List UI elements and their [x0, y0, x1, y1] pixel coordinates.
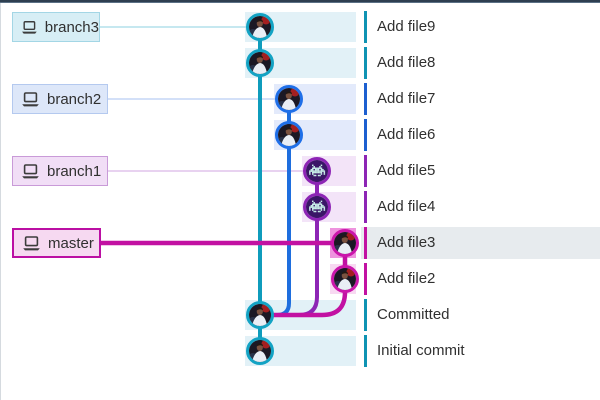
- commit-row[interactable]: Add file5: [361, 155, 600, 187]
- branch-label-branch1[interactable]: branch1: [12, 156, 108, 186]
- commit-message: Add file5: [377, 162, 436, 179]
- commit-row-branch-tick: [364, 227, 367, 259]
- commit-node[interactable]: [331, 229, 359, 257]
- commit-row[interactable]: Initial commit: [361, 335, 600, 367]
- branch-label-text: branch2: [47, 90, 102, 108]
- commit-row[interactable]: Add file8: [361, 47, 600, 79]
- commit-message: Add file3: [377, 234, 436, 251]
- panel-top-border: [0, 0, 600, 3]
- person-avatar-icon: [278, 88, 300, 110]
- laptop-icon: [22, 91, 39, 106]
- branch-label-master[interactable]: master: [12, 228, 101, 258]
- person-avatar-icon: [334, 232, 356, 254]
- commit-row-branch-tick: [364, 155, 367, 187]
- branch-label-branch2[interactable]: branch2: [12, 84, 108, 114]
- commit-row[interactable]: Add file6: [361, 119, 600, 151]
- branch-label-text: branch1: [47, 162, 102, 180]
- panel-left-border: [0, 3, 1, 400]
- commit-node[interactable]: [246, 13, 274, 41]
- person-avatar-icon: [249, 304, 271, 326]
- commit-node[interactable]: [246, 301, 274, 329]
- commit-row-branch-tick: [364, 47, 367, 79]
- commit-row[interactable]: Add file9: [361, 11, 600, 43]
- commit-row[interactable]: Add file3: [361, 227, 600, 259]
- branch-label-branch3[interactable]: branch3: [12, 12, 100, 42]
- commit-message: Add file9: [377, 18, 436, 35]
- commit-row-branch-tick: [364, 335, 367, 367]
- commit-row-branch-tick: [364, 83, 367, 115]
- commit-row[interactable]: Add file2: [361, 263, 600, 295]
- commit-message: Add file7: [377, 90, 436, 107]
- commit-node[interactable]: [331, 265, 359, 293]
- commit-row-branch-tick: [364, 191, 367, 223]
- commit-node[interactable]: [246, 49, 274, 77]
- commit-row-branch-tick: [364, 119, 367, 151]
- commit-row-branch-tick: [364, 263, 367, 295]
- commit-node[interactable]: [246, 337, 274, 365]
- commit-node[interactable]: [303, 193, 331, 221]
- selected-row-highlight: [361, 227, 600, 259]
- invader-avatar-icon: [306, 196, 328, 218]
- branch-label-text: branch3: [44, 18, 99, 36]
- commit-message: Add file4: [377, 198, 436, 215]
- commit-row[interactable]: Add file7: [361, 83, 600, 115]
- person-avatar-icon: [249, 340, 271, 362]
- laptop-icon: [23, 235, 40, 250]
- commit-message: Add file6: [377, 126, 436, 143]
- commit-row-branch-tick: [364, 11, 367, 43]
- commit-row[interactable]: Add file4: [361, 191, 600, 223]
- branch-line: [100, 240, 348, 318]
- person-avatar-icon: [334, 268, 356, 290]
- commit-row-branch-tick: [364, 299, 367, 331]
- person-avatar-icon: [249, 16, 271, 38]
- commit-message: Add file8: [377, 54, 436, 71]
- person-avatar-icon: [249, 52, 271, 74]
- commit-node[interactable]: [303, 157, 331, 185]
- commit-row[interactable]: Committed: [361, 299, 600, 331]
- invader-avatar-icon: [306, 160, 328, 182]
- laptop-icon: [22, 20, 37, 34]
- person-avatar-icon: [278, 124, 300, 146]
- laptop-icon: [22, 163, 39, 178]
- branch-label-text: master: [48, 234, 94, 252]
- commit-node[interactable]: [275, 85, 303, 113]
- commit-message: Initial commit: [377, 342, 465, 359]
- commit-node[interactable]: [275, 121, 303, 149]
- commit-message: Add file2: [377, 270, 436, 287]
- commit-message: Committed: [377, 306, 450, 323]
